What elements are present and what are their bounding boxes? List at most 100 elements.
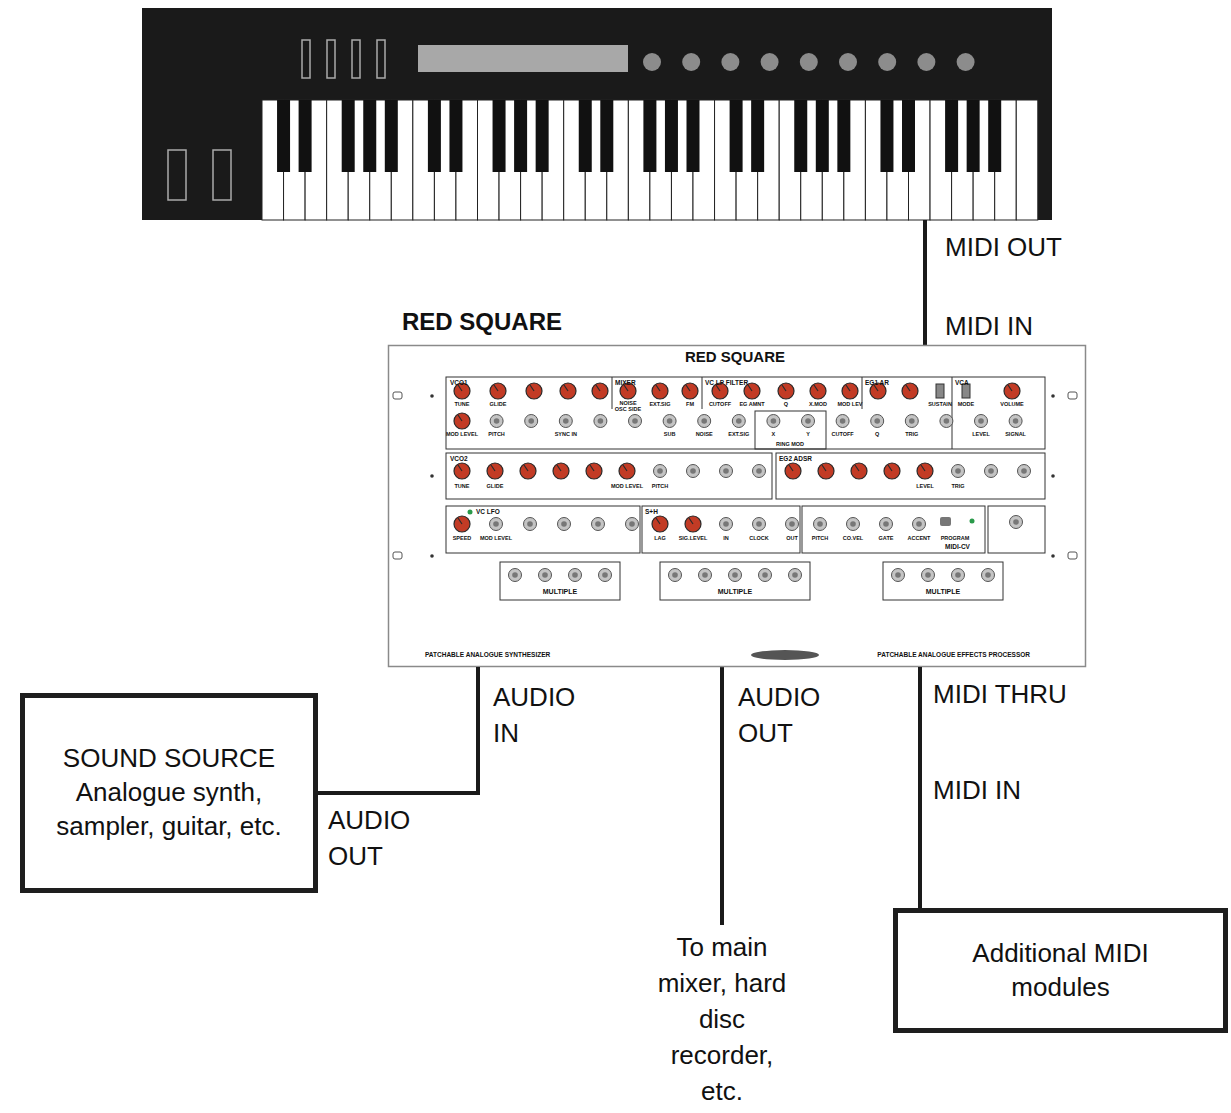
- panel-label: GLIDE: [490, 401, 507, 407]
- panel-label: MULTIPLE: [718, 588, 752, 596]
- jack-hole: [756, 521, 762, 527]
- jack-hole: [985, 572, 991, 578]
- knob: [842, 383, 858, 399]
- jack-hole: [595, 521, 601, 527]
- jack: [525, 415, 538, 428]
- multiple-frame: [500, 562, 620, 600]
- dot: [1051, 394, 1055, 398]
- panel-label: LEVEL: [972, 431, 990, 437]
- jack-hole: [978, 418, 984, 424]
- device-box: SOUND SOURCE Analogue synth, sampler, gu…: [20, 693, 318, 893]
- panel-label: LEVEL: [916, 483, 934, 489]
- panel-label: PITCH: [812, 535, 829, 541]
- panel-label: MOD LEVEL: [480, 535, 512, 541]
- jack-hole: [955, 572, 961, 578]
- midi-cable: [923, 220, 927, 345]
- jack-hole: [874, 418, 880, 424]
- sh-frame: [642, 506, 800, 553]
- knob-pointer: [458, 415, 462, 421]
- knob-pointer: [458, 518, 462, 524]
- jack: [1010, 516, 1023, 529]
- cable-connector: [318, 667, 478, 793]
- connection-label: AUDIO IN: [493, 680, 583, 752]
- knob-pointer: [564, 385, 568, 391]
- panel-label: MOD LEVEL: [611, 483, 643, 489]
- panel-label: PATCHABLE ANALOGUE EFFECTS PROCESSOR: [877, 651, 1030, 658]
- panel-label: PROGRAM: [941, 535, 970, 541]
- multiple-frame: [883, 562, 1003, 600]
- knob-pointer: [846, 385, 850, 391]
- jack: [892, 569, 905, 582]
- panel-label: EG2 ADSR: [779, 455, 812, 462]
- knob: [520, 463, 536, 479]
- slider-slot: [302, 40, 310, 78]
- knob-pointer: [596, 385, 600, 391]
- jack: [559, 415, 572, 428]
- jack-hole: [701, 418, 707, 424]
- screw-hole: [393, 552, 402, 559]
- knob-pointer: [656, 385, 660, 391]
- knob: [818, 463, 834, 479]
- jack: [1018, 465, 1031, 478]
- panel-label: CUTOFF: [831, 431, 853, 437]
- black-key: [493, 100, 506, 172]
- panel-label: MOD LEV: [837, 401, 862, 407]
- knob-pointer: [686, 385, 690, 391]
- jack-hole: [672, 572, 678, 578]
- panel-outline: [389, 346, 1086, 667]
- switch: [962, 384, 970, 398]
- connection-label: MIDI OUT: [945, 233, 1062, 263]
- lfo-frame: [446, 506, 640, 553]
- knob: [652, 383, 668, 399]
- panel-label: S+H: [645, 508, 658, 515]
- jack: [905, 415, 918, 428]
- knob-pointer: [906, 385, 910, 391]
- black-key: [794, 100, 807, 172]
- jack: [975, 415, 988, 428]
- panel-label: EXT.SIG: [649, 401, 670, 407]
- piano-keys: [262, 100, 1038, 220]
- headphone-frame: [988, 506, 1045, 553]
- panel-label: EXT.SIG: [728, 431, 749, 437]
- knob-pointer: [921, 465, 925, 471]
- panel-label: CLOCK: [749, 535, 769, 541]
- jack-hole: [909, 418, 915, 424]
- box-text: Additional MIDI modules: [924, 937, 1197, 1005]
- panel-label: X: [772, 431, 776, 437]
- device-box: Additional MIDI modules: [893, 908, 1228, 1033]
- jack: [952, 465, 965, 478]
- knob-pointer: [530, 385, 534, 391]
- connection-label: MIDI IN: [933, 776, 1021, 806]
- screw-hole: [1068, 392, 1077, 399]
- knob-pointer: [789, 465, 793, 471]
- multiple-frame: [660, 562, 810, 600]
- panel-label: RED SQUARE: [685, 348, 785, 365]
- panel-label: VCA: [955, 379, 969, 386]
- knob: [592, 383, 608, 399]
- jack: [599, 569, 612, 582]
- knob-pointer: [782, 385, 786, 391]
- knob-pointer: [524, 465, 528, 471]
- program-led: [970, 519, 975, 524]
- panel-label: PITCH: [488, 431, 505, 437]
- knob: [851, 463, 867, 479]
- eg2-frame: [776, 453, 1045, 499]
- jack: [913, 518, 926, 531]
- screw-hole: [1068, 552, 1077, 559]
- knob: [785, 463, 801, 479]
- box-text: SOUND SOURCE Analogue synth, sampler, gu…: [51, 742, 287, 843]
- jack-hole: [883, 521, 889, 527]
- cable-connector: [918, 667, 922, 908]
- jack-hole: [955, 468, 961, 474]
- jack-hole: [944, 418, 950, 424]
- jack: [880, 518, 893, 531]
- slider-slot: [327, 40, 335, 78]
- panel-label: IN: [723, 535, 729, 541]
- mod-wheel: [213, 150, 231, 200]
- jack-hole: [528, 418, 534, 424]
- panel-label: MULTIPLE: [926, 588, 960, 596]
- jack: [814, 518, 827, 531]
- keyboard-knob: [682, 53, 700, 71]
- knob: [490, 383, 506, 399]
- panel-label: Q: [875, 431, 879, 437]
